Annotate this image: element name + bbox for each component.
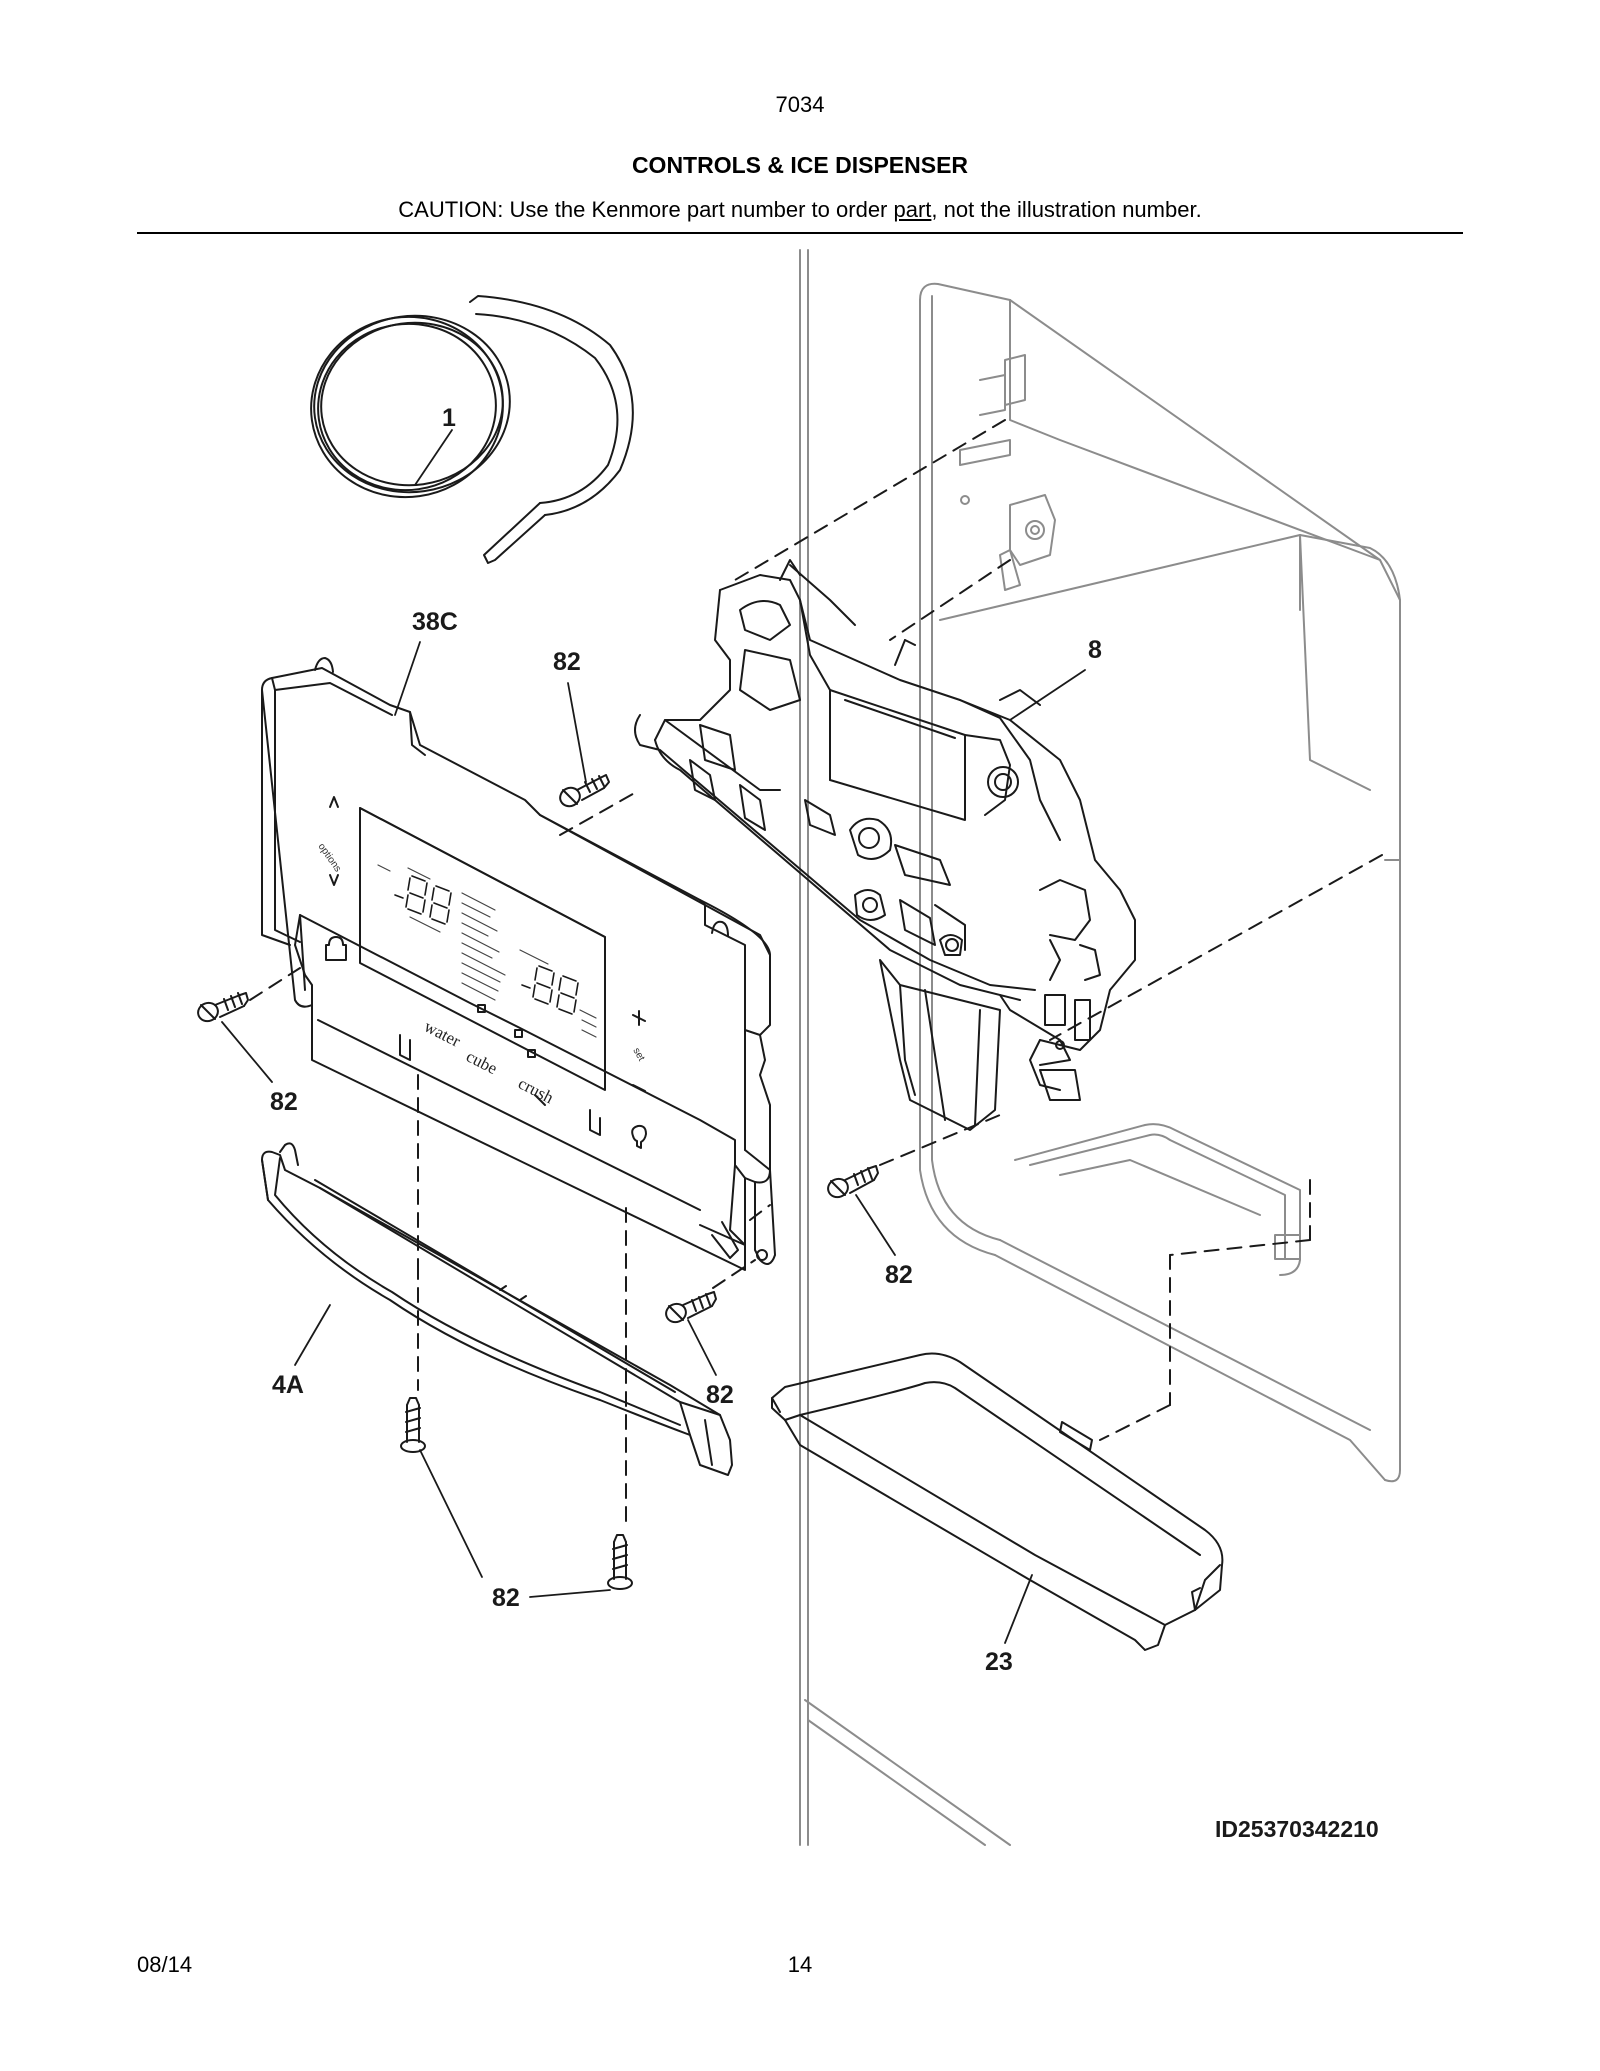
dispenser-housing <box>634 559 1136 1131</box>
caution-suffix: , not the illustration number. <box>931 197 1202 222</box>
screw-vertical-bottom <box>607 1534 633 1590</box>
screw-top <box>559 774 610 808</box>
screw-center <box>665 1291 717 1324</box>
alignment-lines <box>249 419 1383 1531</box>
caution-note: CAUTION: Use the Kenmore part number to … <box>0 197 1600 223</box>
caution-prefix: CAUTION: Use the Kenmore part number to … <box>398 197 894 222</box>
header-rule <box>137 232 1463 234</box>
panel-label-cube: cube <box>463 1047 500 1078</box>
callout-screw-right: 82 <box>885 1261 913 1289</box>
refrigerator-door <box>799 249 1401 1846</box>
page-title: CONTROLS & ICE DISPENSER <box>631 152 969 178</box>
panel-label-water: water <box>421 1017 464 1051</box>
trim-strip <box>261 1142 733 1476</box>
footer-page-number: 14 <box>787 1952 813 1977</box>
callout-control-panel: 38C <box>412 608 458 636</box>
drip-tray <box>771 1352 1224 1651</box>
callout-drip-tray: 23 <box>985 1648 1013 1676</box>
panel-label-options: options <box>316 841 344 874</box>
panel-label-set: set <box>630 1046 646 1063</box>
screw-vertical-left <box>400 1397 426 1453</box>
callout-screw-top: 82 <box>553 648 581 676</box>
footer-date: 08/14 <box>137 1952 193 1977</box>
caution-part-link: part <box>893 197 932 222</box>
callout-dispenser-housing: 8 <box>1088 636 1102 664</box>
screw-right <box>827 1165 879 1199</box>
callout-screw-bottom: 82 <box>492 1584 520 1612</box>
diagram-id: ID25370342210 <box>1215 1816 1379 1842</box>
panel-label-crush: crush <box>515 1074 557 1108</box>
callout-screw-center: 82 <box>706 1381 734 1409</box>
callout-tubing: 1 <box>442 404 456 432</box>
callout-trim-strip: 4A <box>272 1371 304 1399</box>
model-number: 7034 <box>775 92 825 117</box>
water-tubing-coil <box>310 295 634 564</box>
callout-screw-left: 82 <box>270 1088 298 1116</box>
screw-left <box>197 992 249 1023</box>
control-panel <box>261 657 776 1271</box>
leader-lines <box>221 429 1086 1644</box>
